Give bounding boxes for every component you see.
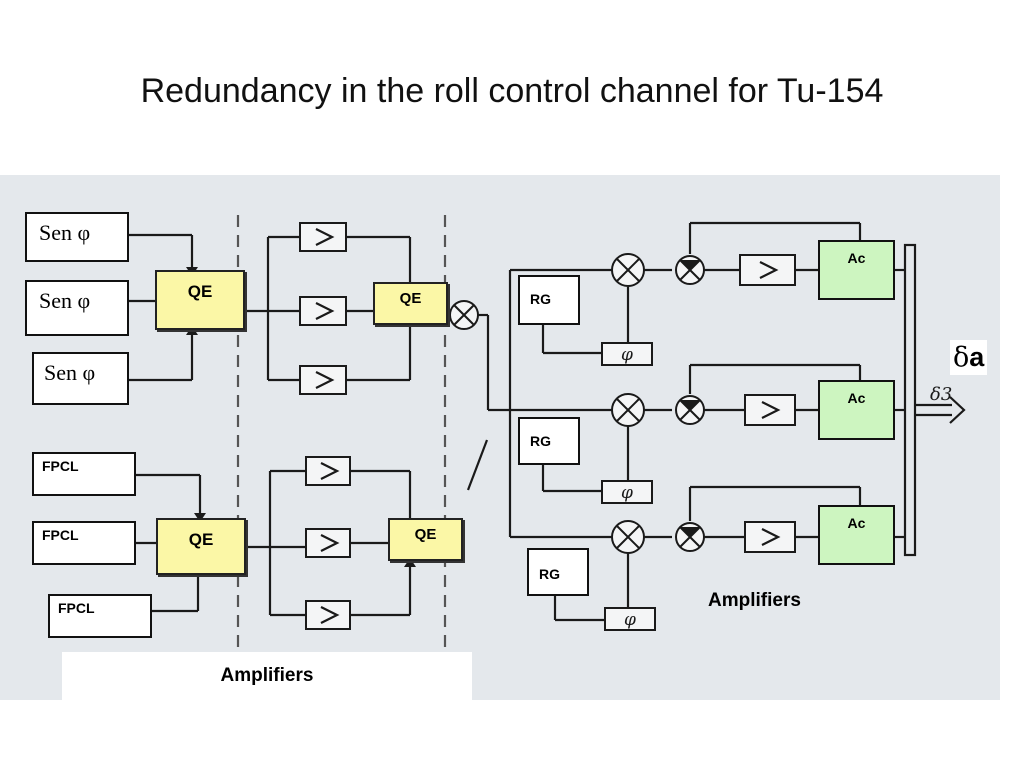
phi-label: φ [621, 345, 633, 365]
quorum-element-box: QE [155, 270, 245, 330]
quorum-element-box: QE [388, 518, 463, 561]
quorum-element-box: QE [156, 518, 246, 575]
handwritten-output-label: δ3 [930, 384, 952, 405]
amplifier-box [744, 521, 796, 553]
sensor-box: Sen φ [32, 352, 129, 405]
roll-control-diagram: φ φ φ δ3 Sen φ Sen φ Sen φ FPCL FPCL FPC… [0, 175, 1000, 700]
fpcl-box: FPCL [32, 452, 136, 496]
phi-label: φ [624, 610, 636, 630]
amplifier-box [299, 222, 347, 252]
phi-box [604, 607, 656, 631]
amplifier-box [299, 365, 347, 395]
output-label-delta-a: δa [950, 340, 988, 375]
amplifier-box [305, 456, 351, 486]
sensor-box: Sen φ [25, 280, 129, 336]
rate-gyro-box: RG [527, 548, 589, 596]
amplifier-box [744, 394, 796, 426]
fpcl-box: FPCL [32, 521, 136, 565]
phi-label: φ [621, 483, 633, 503]
amplifier-box [739, 254, 796, 286]
phi-box [601, 342, 653, 366]
actuator-box: Ac [818, 380, 895, 440]
slide-title: Redundancy in the roll control channel f… [140, 72, 884, 110]
amplifiers-label-bottom: Amplifiers [220, 665, 314, 686]
amplifiers-label-right: Amplifiers [708, 590, 801, 611]
phi-box [601, 480, 653, 504]
rate-gyro-box: RG [518, 275, 580, 325]
amplifier-box [299, 296, 347, 326]
amplifier-box [305, 528, 351, 558]
amplifier-box [305, 600, 351, 630]
quorum-element-box: QE [373, 282, 448, 325]
fpcl-box: FPCL [48, 594, 152, 638]
actuator-box: Ac [818, 240, 895, 300]
amplifiers-label-bottom-panel: Amplifiers [62, 652, 472, 700]
actuator-box: Ac [818, 505, 895, 565]
sensor-box: Sen φ [25, 212, 129, 262]
diagram-wiring: φ φ φ δ3 [128, 215, 966, 690]
rate-gyro-box: RG [518, 417, 580, 465]
